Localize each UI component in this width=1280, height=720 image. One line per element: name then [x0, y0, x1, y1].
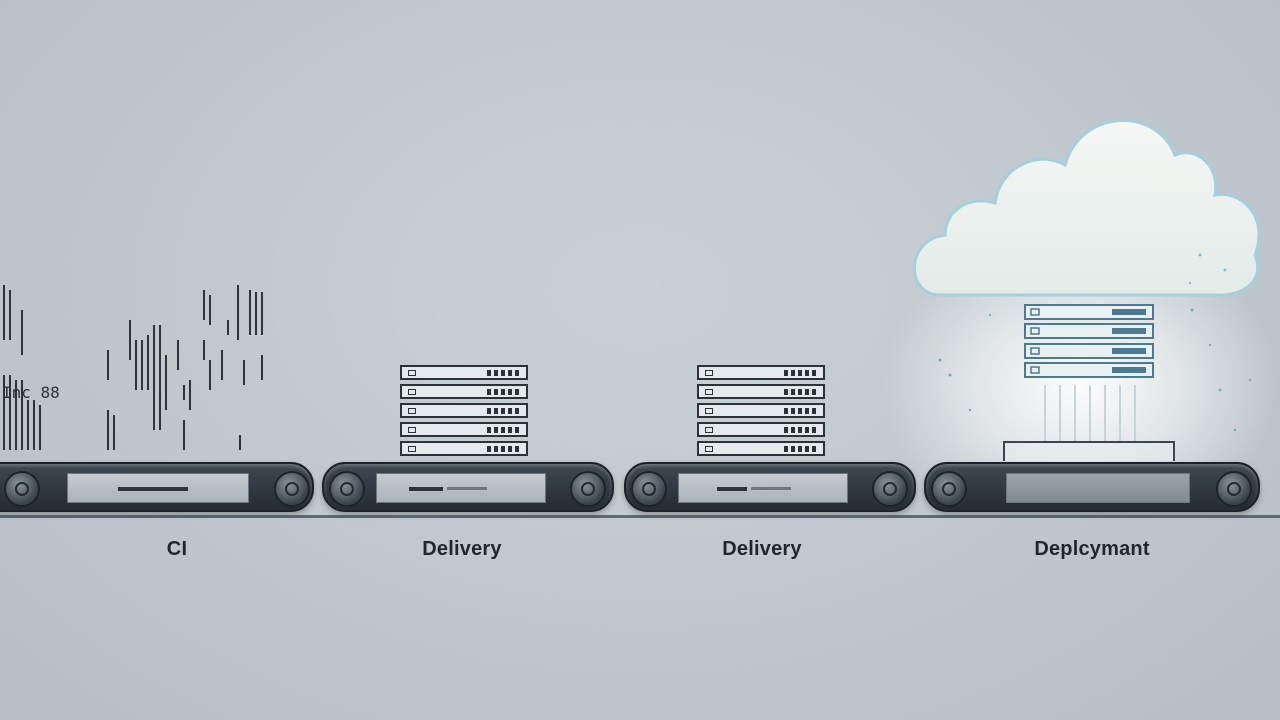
- belt-panel: [376, 473, 546, 503]
- conveyor-rail: [0, 515, 1280, 518]
- conveyor-belt-deployment: [924, 462, 1260, 512]
- server-rack-icon: [697, 365, 827, 460]
- code-lines-icon: [3, 285, 263, 450]
- code-fragment-text: Inc 88: [2, 383, 60, 402]
- roller-icon: [274, 471, 310, 507]
- sparkle-dots: [938, 308, 1252, 432]
- roller-icon: [329, 471, 365, 507]
- stage-label-delivery-2: Delivery: [722, 538, 802, 560]
- conveyor-belt-delivery-2: [624, 462, 916, 512]
- roller-icon: [570, 471, 606, 507]
- cloud-icon: [912, 119, 1261, 297]
- belt-panel: [678, 473, 848, 503]
- roller-icon: [4, 471, 40, 507]
- server-rack-icon: [400, 365, 530, 460]
- stage-label-deployment: Deplcymant: [1034, 538, 1150, 560]
- conveyor-belt-delivery-1: [322, 462, 614, 512]
- belt-panel: [67, 473, 249, 503]
- deployment-platform: [1003, 441, 1175, 461]
- stage-label-ci: CI: [166, 538, 188, 560]
- roller-icon: [631, 471, 667, 507]
- roller-icon: [1216, 471, 1252, 507]
- stage-label-delivery-1: Delivery: [422, 538, 502, 560]
- roller-icon: [872, 471, 908, 507]
- cloud-server-stack: [1024, 304, 1156, 389]
- roller-icon: [931, 471, 967, 507]
- belt-panel: [1006, 473, 1190, 503]
- conveyor-belt-ci: [0, 462, 314, 512]
- deploy-beam: [1044, 385, 1136, 443]
